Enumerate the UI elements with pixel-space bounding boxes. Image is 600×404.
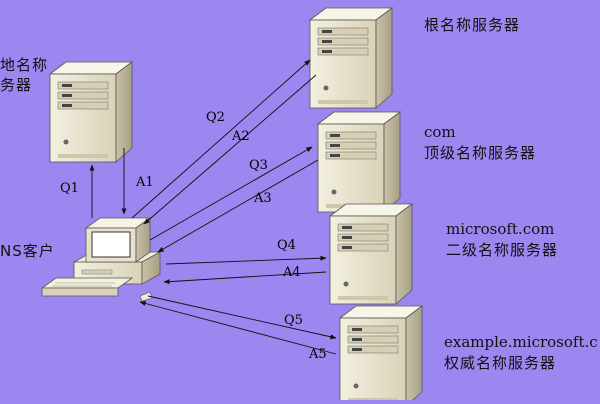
second-level-server-label-line2: 二级名称服务器	[446, 241, 559, 259]
com-server-label-line1: com	[424, 123, 456, 141]
com-server-label-line2: 顶级名称服务器	[424, 144, 537, 162]
label-q3: Q3	[249, 158, 268, 173]
arrow-a2	[143, 74, 317, 225]
label-q1: Q1	[60, 181, 79, 196]
authoritative-server-icon	[339, 305, 423, 404]
arrow-a4	[163, 271, 327, 285]
second-level-server-label-line1: microsoft.com	[446, 220, 555, 238]
client-computer-icon	[40, 217, 162, 302]
message-arrows	[89, 59, 337, 355]
arrow-q3	[149, 146, 313, 241]
arrow-q5	[147, 295, 337, 340]
label-a1: A1	[135, 175, 154, 190]
arrow-a3	[157, 159, 319, 253]
label-a5: A5	[308, 347, 327, 362]
label-a4: A4	[282, 265, 301, 280]
root-server-icon	[309, 7, 393, 109]
arrow-q2	[131, 59, 311, 219]
label-q2: Q2	[206, 110, 225, 125]
local-server-label-line1: 地名称	[0, 56, 49, 74]
com-server-icon	[317, 111, 401, 213]
authoritative-server-label-line2: 权威名称服务器	[444, 354, 557, 372]
local-server-icon	[49, 61, 133, 163]
label-a2: A2	[231, 129, 250, 144]
client-label: NS客户	[0, 242, 55, 260]
second-level-server-icon	[329, 203, 413, 305]
root-server-label: 根名称服务器	[424, 16, 521, 34]
label-a3: A3	[253, 191, 272, 206]
arrow-q4	[165, 255, 327, 265]
arrow-a5	[139, 301, 337, 355]
label-q5: Q5	[284, 313, 303, 328]
label-q4: Q4	[277, 238, 296, 253]
local-server-label-line2: 务器	[0, 76, 33, 94]
authoritative-server-label-line1: example.microsoft.c	[444, 333, 598, 351]
